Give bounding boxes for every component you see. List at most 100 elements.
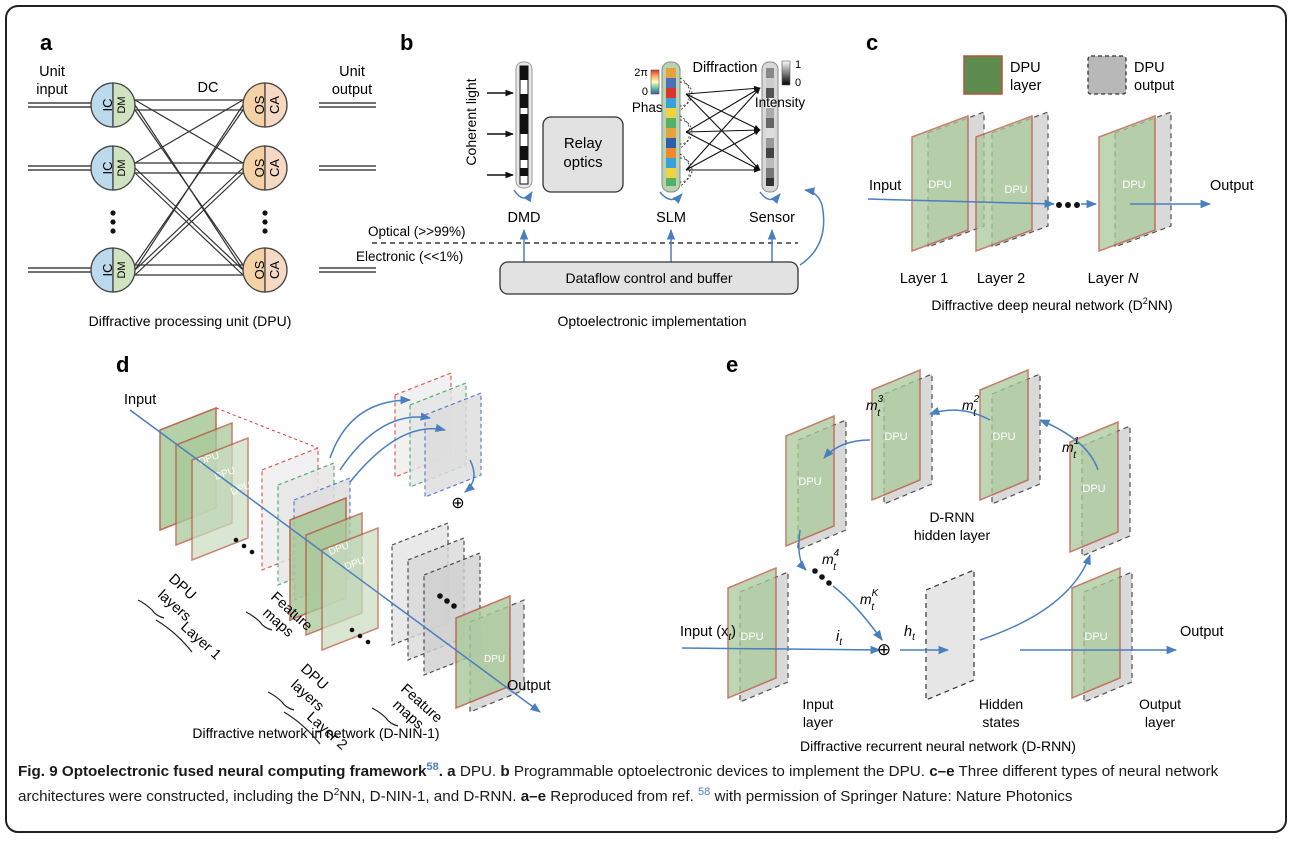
legend-dpu-output-2: output [1134,78,1174,94]
d2nn-layer-1: DPU [911,111,985,253]
e-it-label: it [836,629,843,648]
svg-text:IC: IC [100,99,115,112]
e-ht-label: ht [904,624,916,643]
panel-a-letter: a [40,30,53,55]
svg-text:DM: DM [116,96,128,113]
d2nn-layer-2: DPU [975,111,1049,253]
diffraction-rays [685,85,761,173]
intensity-colorbar [781,60,791,86]
dmd-device [515,61,533,189]
phase-min-label: 0 [642,86,648,98]
d-input-label: Input [124,392,156,408]
dataflow-box [499,261,799,295]
svg-text:OS: OS [252,260,267,279]
electronic-label: Electronic (<<1%) [356,249,463,264]
svg-text:IC: IC [100,264,115,277]
svg-text:DM: DM [116,159,128,176]
d-layer1-label: Layer 1 [177,619,224,663]
dmd-label: DMD [507,210,540,226]
relay-optics-label-1: Relay [564,135,603,152]
os-ca-node-1: OS CA [242,82,288,128]
svg-text:DPU: DPU [798,476,821,488]
panel-b-caption: Optoelectronic implementation [557,313,746,329]
e-output-label: Output [1180,624,1224,640]
e-hidden-states [925,569,975,701]
dc-label: DC [198,80,219,96]
d2nn-layer-n: DPU [1098,111,1172,253]
ellipsis-dots-e [812,568,832,586]
intensity-min-label: 0 [795,77,801,89]
d2nn-layern-label: Layer N [1088,271,1139,287]
diffraction-label: Diffraction [692,60,757,76]
e-input-layer-label-2: layer [803,714,834,730]
optical-label: Optical (>>99%) [368,224,466,239]
panel-b: b Coherent light Relay optics 2π 0 Phase [356,30,825,329]
ellipsis-dots-d [233,537,457,645]
e-input-layer: DPU [727,566,789,703]
slm-label: SLM [656,210,686,226]
panel-e: e DPU DPU DPU DPU DPU [680,352,1224,754]
legend-dpu-layer-2: layer [1010,78,1042,94]
panel-d: d Input DPU DPU DPU DPU DPU [116,352,551,753]
panel-c-caption: Diffractive deep neural network (D2NN) [931,296,1172,313]
slm-device [661,61,681,193]
e-dpu-m2: DPU [979,368,1041,505]
e-dpu-m4: DPU [785,414,847,551]
e-output-layer-label-1: Output [1139,696,1181,712]
sensor-label: Sensor [749,210,795,226]
intensity-max-label: 1 [795,59,801,71]
e-input-layer-label-1: Input [802,696,833,712]
e-output-layer: DPU [1071,566,1133,703]
relay-optics-label-2: optics [563,154,602,171]
svg-text:DPU: DPU [740,631,763,643]
d-merge-cube [394,372,482,498]
d2nn-layer2-label: Layer 2 [977,271,1025,287]
d-dpu-layers-2: DPU DPU [289,496,379,652]
d-output-label: Output [507,678,551,694]
panel-e-caption: Diffractive recurrent neural network (D-… [800,738,1076,754]
svg-text:OS: OS [252,95,267,114]
panel-a-caption: Diffractive processing unit (DPU) [89,313,292,329]
caption-ref-link[interactable]: 58 [698,786,711,799]
dataflow-label: Dataflow control and buffer [565,270,732,286]
d2nn-output-label: Output [1210,178,1254,194]
e-sum-symbol: ⊕ [877,640,891,659]
ellipsis-dots-c [1056,202,1080,208]
os-ca-node-3: OS CA [242,247,288,293]
d2nn-input-label: Input [869,178,901,194]
svg-text:CA: CA [267,261,282,279]
caption-fig-label: Fig. 9 Optoelectronic fused neural compu… [18,763,427,781]
svg-text:DPU: DPU [484,654,505,665]
unit-output-label-2: output [332,82,372,98]
figure-frame [5,5,1287,833]
panel-d-caption: Diffractive network in network (D-NIN-1) [192,725,439,741]
panel-a: a Unit input Unit output DC [28,30,376,329]
phase-colorbar [650,69,660,95]
dc-connections [134,99,244,276]
caption-fig-ref[interactable]: 58 [426,761,439,773]
panel-c-letter: c [866,30,878,55]
os-ca-node-2: OS CA [242,145,288,191]
e-input-label: Input (xt) [680,624,736,643]
svg-text:DPU: DPU [992,431,1015,443]
svg-text:DPU: DPU [1082,483,1105,495]
svg-text:CA: CA [267,96,282,114]
e-hidden-states-label-1: Hidden [979,696,1023,712]
svg-text:DPU: DPU [1122,179,1145,191]
legend-dpu-output-swatch [1087,55,1127,95]
relay-optics-box [542,116,624,193]
phase-max-label: 2π [634,67,648,79]
phase-label: Phase [632,100,670,115]
e-dpu-m1: DPU [1069,420,1131,557]
ic-dm-node-3: IC DM [90,247,136,293]
e-dpu-m3: DPU [871,368,933,505]
svg-text:DPU: DPU [928,179,951,191]
unit-output-label-1: Unit [339,64,365,80]
panel-c: c DPU layer DPU output DPU DPU DPU [866,30,1254,313]
legend-dpu-layer-swatch [963,55,1003,95]
